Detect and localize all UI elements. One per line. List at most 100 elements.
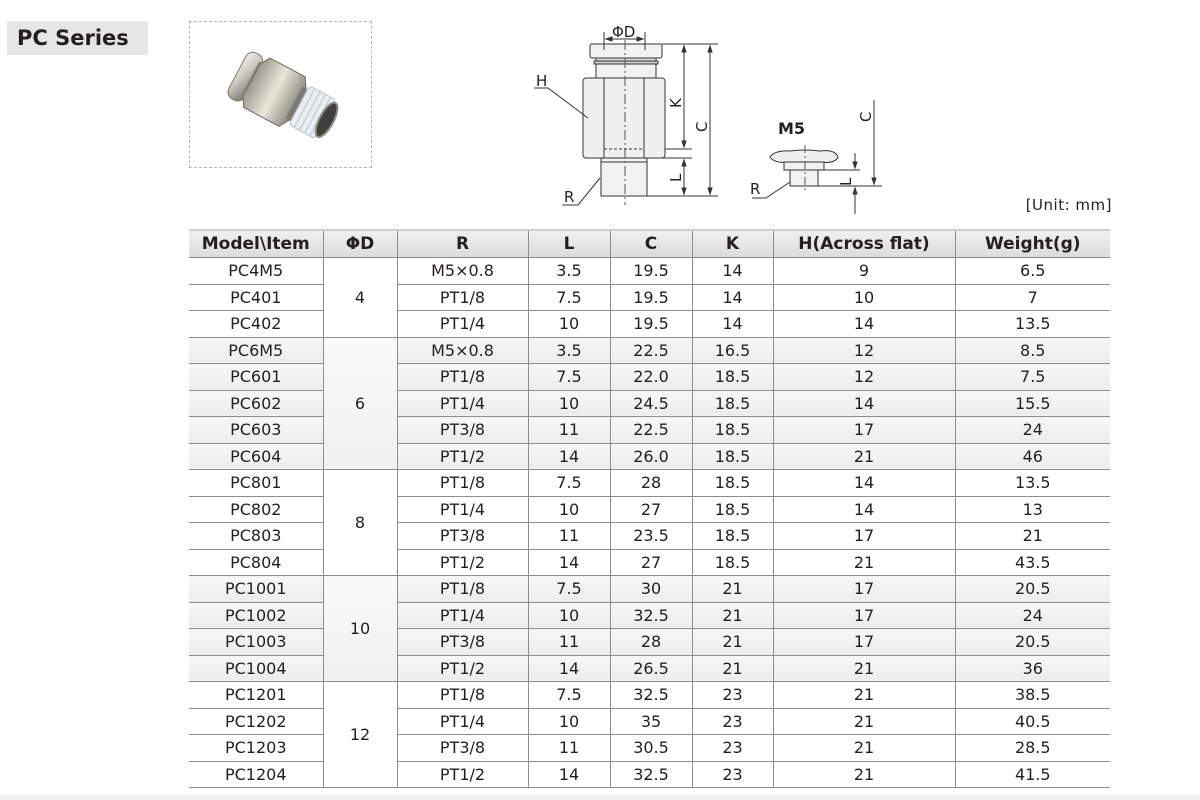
cell-k: 18.5: [691, 522, 774, 550]
cell-r: M5×0.8: [396, 257, 529, 285]
cell-k: 18.5: [691, 495, 774, 523]
cell-l: 10: [527, 707, 611, 735]
cell-r: PT1/4: [396, 495, 529, 523]
cell-k: 14: [691, 310, 774, 338]
cell-model: PC803: [189, 522, 324, 550]
cell-model: PC1204: [189, 760, 324, 788]
cell-r: M5×0.8: [396, 336, 529, 364]
cell-weight: 7: [954, 283, 1110, 311]
cell-c: 22.5: [609, 336, 693, 364]
col-header-weight: Weight(g): [954, 229, 1110, 258]
cell-r: PT1/8: [396, 681, 529, 709]
spec-table: Model\Item ΦD R L C K H(Across flat) Wei…: [189, 229, 1110, 788]
cell-diameter: 6: [322, 336, 398, 470]
cell-model: PC1001: [189, 575, 324, 603]
cell-model: PC6M5: [189, 336, 324, 364]
cell-k: 21: [691, 654, 774, 682]
col-header-l: L: [527, 229, 611, 258]
col-header-model: Model\Item: [189, 229, 324, 258]
cell-diameter: 12: [322, 681, 398, 788]
cell-h: 21: [772, 681, 956, 709]
product-photo: [189, 21, 372, 168]
cell-r: PT1/2: [396, 442, 529, 470]
cell-k: 18.5: [691, 363, 774, 391]
cell-h: 21: [772, 442, 956, 470]
cell-weight: 46: [954, 442, 1110, 470]
cell-model: PC1002: [189, 601, 324, 629]
diameter-label: ΦD: [612, 23, 635, 41]
dimension-drawing: ΦD H R K C L M5 R C L: [520, 10, 900, 224]
cell-c: 26.0: [609, 442, 693, 470]
cell-l: 7.5: [527, 283, 611, 311]
cell-c: 19.5: [609, 257, 693, 285]
cell-r: PT3/8: [396, 628, 529, 656]
cell-weight: 38.5: [954, 681, 1110, 709]
m5-thread-label: R: [750, 180, 760, 198]
unit-label: [Unit: mm]: [1025, 196, 1112, 214]
m5-fitting-drawing: [752, 100, 882, 214]
cell-h: 17: [772, 522, 956, 550]
cell-r: PT3/8: [396, 734, 529, 762]
cell-c: 23.5: [609, 522, 693, 550]
bottom-band: [0, 795, 1200, 800]
cell-k: 23: [691, 760, 774, 788]
cell-c: 19.5: [609, 283, 693, 311]
cell-h: 12: [772, 363, 956, 391]
cell-weight: 24: [954, 416, 1110, 444]
cell-weight: 20.5: [954, 575, 1110, 603]
cell-r: PT3/8: [396, 522, 529, 550]
series-title: PC Series: [7, 21, 148, 55]
thread-label: R: [564, 188, 574, 206]
cell-k: 16.5: [691, 336, 774, 364]
cell-h: 17: [772, 601, 956, 629]
cell-k: 18.5: [691, 389, 774, 417]
cell-model: PC402: [189, 310, 324, 338]
cell-h: 12: [772, 336, 956, 364]
cell-model: PC604: [189, 442, 324, 470]
cell-h: 21: [772, 548, 956, 576]
main-fitting-drawing: [534, 32, 718, 206]
cell-c: 30.5: [609, 734, 693, 762]
cell-l: 14: [527, 548, 611, 576]
cell-diameter: 10: [322, 575, 398, 682]
cell-c: 27: [609, 495, 693, 523]
cell-h: 14: [772, 469, 956, 497]
cell-weight: 20.5: [954, 628, 1110, 656]
cell-r: PT1/8: [396, 283, 529, 311]
cell-r: PT1/4: [396, 601, 529, 629]
cell-l: 7.5: [527, 363, 611, 391]
cell-h: 17: [772, 575, 956, 603]
cell-weight: 43.5: [954, 548, 1110, 576]
cell-model: PC602: [189, 389, 324, 417]
cell-weight: 13: [954, 495, 1110, 523]
hex-label: H: [536, 72, 547, 90]
cell-c: 32.5: [609, 681, 693, 709]
cell-weight: 40.5: [954, 707, 1110, 735]
col-header-r: R: [396, 229, 529, 258]
push-in-connector-photo-icon: [227, 51, 339, 138]
cell-r: PT1/2: [396, 760, 529, 788]
m5-title: M5: [778, 119, 805, 138]
cell-l: 3.5: [527, 336, 611, 364]
k-label: K: [667, 97, 685, 108]
cell-c: 32.5: [609, 601, 693, 629]
cell-k: 21: [691, 628, 774, 656]
cell-c: 28: [609, 628, 693, 656]
l-label: L: [667, 173, 685, 182]
cell-model: PC801: [189, 469, 324, 497]
cell-k: 14: [691, 283, 774, 311]
cell-weight: 13.5: [954, 469, 1110, 497]
cell-r: PT1/4: [396, 389, 529, 417]
cell-h: 14: [772, 310, 956, 338]
cell-l: 10: [527, 389, 611, 417]
cell-l: 10: [527, 601, 611, 629]
cell-l: 3.5: [527, 257, 611, 285]
